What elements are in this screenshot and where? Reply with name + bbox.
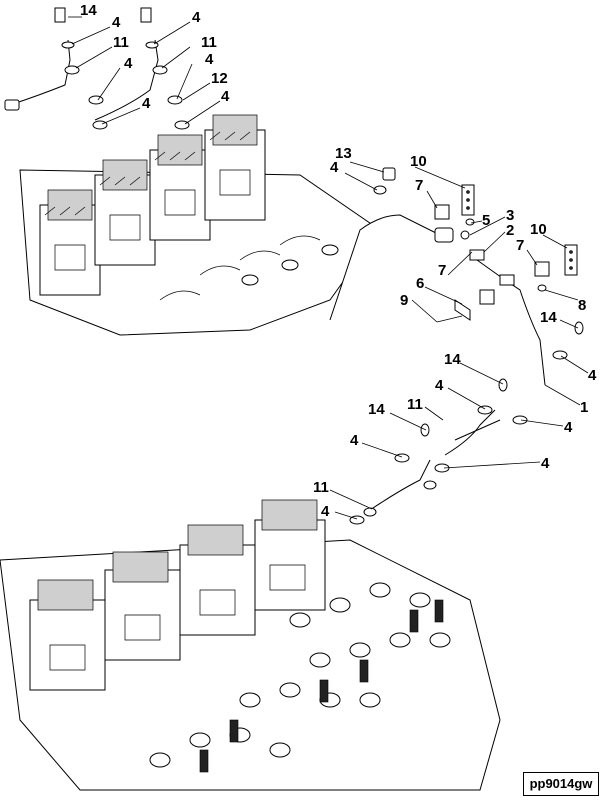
callout-4: 4 — [221, 88, 230, 105]
callout-4: 4 — [124, 55, 133, 72]
rail-line — [469, 254, 546, 386]
callout-4: 4 — [321, 503, 330, 520]
lower-rocker-array — [149, 582, 451, 773]
callout-4: 4 — [192, 9, 201, 26]
callout-6: 6 — [416, 275, 424, 292]
cap-13 — [382, 167, 396, 181]
callout-4: 4 — [205, 51, 214, 68]
clamp-block-3 — [479, 289, 495, 305]
upper-fuel-line-right — [94, 39, 159, 121]
callout-14: 14 — [368, 401, 385, 418]
clamp-plate — [454, 299, 471, 321]
lower-fuel-lines — [349, 321, 584, 525]
callout-12: 12 — [211, 70, 228, 87]
callout-10: 10 — [410, 153, 427, 170]
upper-fuel-line-left — [9, 39, 71, 106]
lower-injector-cluster — [29, 499, 326, 691]
callout-1: 1 — [580, 399, 588, 416]
clamp-bracket-right — [564, 244, 578, 276]
upper-fitting-left — [54, 7, 66, 23]
lower-fuel-line-left — [369, 459, 431, 511]
callout-11: 11 — [407, 396, 423, 413]
callout-7: 7 — [415, 177, 423, 194]
callout-10: 10 — [530, 221, 547, 238]
callout-4: 4 — [350, 432, 359, 449]
clamp-bracket-upper — [461, 184, 475, 216]
lower-fuel-line-mid — [444, 409, 496, 456]
callout-7: 7 — [438, 262, 446, 279]
bolt — [436, 315, 463, 323]
callout-4: 4 — [588, 367, 597, 384]
callout-7: 7 — [516, 237, 524, 254]
callout-11: 11 — [113, 34, 129, 51]
callout-4: 4 — [564, 419, 573, 436]
callout-11: 11 — [313, 479, 329, 496]
upper-rocker-arms — [159, 235, 339, 301]
callout-5: 5 — [482, 212, 490, 229]
clamp-block-1 — [434, 204, 450, 220]
upper-fuel-lines — [4, 7, 190, 130]
callout-14: 14 — [80, 2, 97, 19]
fuel-rail-assembly — [329, 167, 578, 386]
lower-engine-head — [0, 499, 501, 791]
callout-labels: 14 4 4 11 11 4 4 12 4 4 13 4 10 7 5 3 2 … — [80, 2, 597, 520]
callout-4: 4 — [541, 455, 550, 472]
figure-id: pp9014gw — [529, 776, 593, 791]
callout-14: 14 — [444, 351, 461, 368]
callout-4: 4 — [112, 14, 121, 31]
return-line — [329, 214, 441, 321]
callout-11: 11 — [201, 34, 217, 51]
callout-4: 4 — [142, 95, 151, 112]
clamp-block-2 — [534, 261, 550, 277]
callout-9: 9 — [400, 292, 408, 309]
callout-4: 4 — [435, 377, 444, 394]
callout-2: 2 — [506, 222, 514, 239]
upper-engine-head — [19, 114, 381, 336]
callout-13: 13 — [335, 145, 352, 162]
figure-id-box: pp9014gw — [523, 772, 599, 796]
callout-3: 3 — [506, 207, 514, 224]
callout-14: 14 — [540, 309, 557, 326]
callout-8: 8 — [578, 297, 586, 314]
leader-lines — [68, 16, 589, 520]
upper-fitting-right — [140, 7, 152, 23]
callout-4: 4 — [330, 159, 339, 176]
upper-injector-cluster — [39, 114, 266, 296]
